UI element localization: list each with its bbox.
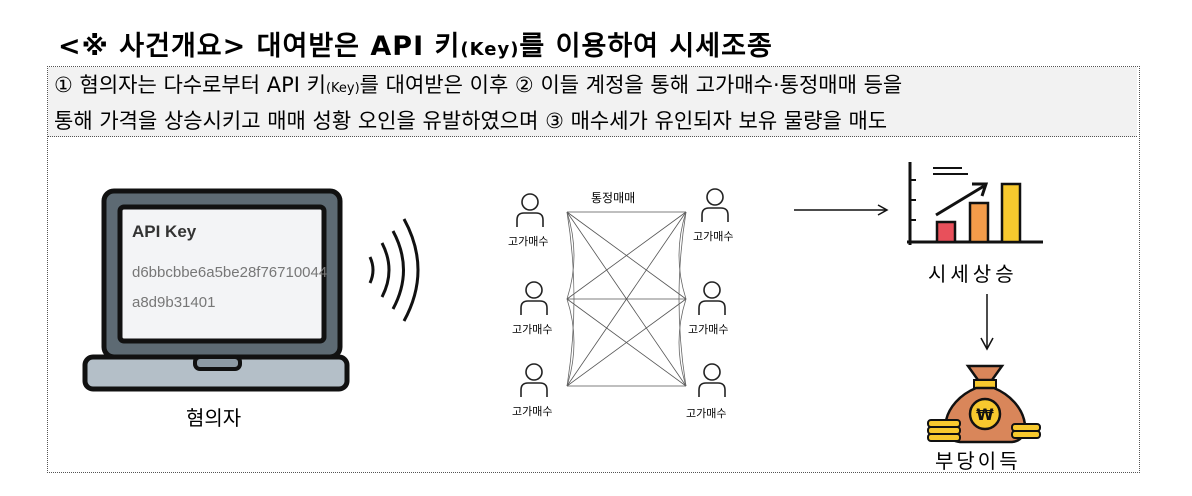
account-label: 고가매수 bbox=[693, 230, 734, 243]
account-label: 고가매수 bbox=[686, 407, 727, 420]
trade-curve bbox=[678, 211, 687, 300]
person-icon bbox=[701, 207, 729, 222]
wash-trade-label: 통정매매 bbox=[591, 191, 636, 205]
api-key-line-2: a8d9b31401 bbox=[132, 294, 216, 311]
wireless-signal-icon bbox=[368, 218, 420, 322]
person-icon bbox=[516, 212, 544, 227]
person-icon bbox=[520, 382, 548, 397]
person-icon bbox=[698, 300, 726, 315]
trade-curve bbox=[678, 211, 687, 387]
person-icon bbox=[703, 281, 721, 299]
summary-line-1: ① 혐의자는 다수로부터 API 키(Key)를 대여받은 이후 ② 이들 계정… bbox=[54, 69, 1137, 105]
person-icon bbox=[525, 281, 543, 299]
person-icon bbox=[521, 193, 539, 211]
api-key-heading: API Key bbox=[132, 222, 197, 241]
arrow-right-icon bbox=[794, 204, 889, 216]
account-label: 고가매수 bbox=[512, 323, 553, 336]
trade-curve bbox=[566, 211, 575, 387]
bar-3 bbox=[1000, 182, 1022, 244]
rising-chart-icon bbox=[907, 162, 1043, 245]
account-label: 고가매수 bbox=[512, 405, 553, 418]
trade-curve bbox=[566, 211, 575, 300]
person-icon bbox=[698, 382, 726, 397]
suspect-label: 혐의자 bbox=[186, 406, 242, 430]
diagram-frame bbox=[47, 66, 1140, 473]
person-icon bbox=[706, 188, 724, 206]
price-rise-label: 시세상승 bbox=[928, 262, 1018, 286]
illegal-profit-label: 부당이득 bbox=[935, 449, 1021, 473]
api-key-line-1: d6bbcbbe6a5be28f76710044 bbox=[132, 264, 328, 281]
trade-curve bbox=[678, 298, 687, 387]
page-title: <※ 사건개요> 대여받은 API 키(Key)를 이용하여 시세조종 bbox=[58, 24, 773, 63]
svg-text:₩: ₩ bbox=[976, 405, 994, 424]
arrow-down-icon bbox=[980, 294, 994, 351]
trade-line bbox=[566, 211, 687, 300]
trade-curve bbox=[566, 298, 575, 387]
person-icon bbox=[703, 363, 721, 381]
account-label: 고가매수 bbox=[508, 235, 549, 248]
title-text-end: 를 이용하여 시세조종 bbox=[519, 31, 773, 62]
summary-text: 를 대여받은 이후 ② 이들 계정을 통해 고가매수·통정매매 등을 bbox=[359, 73, 903, 97]
trade-line bbox=[566, 298, 687, 387]
wash-trade-network bbox=[516, 188, 729, 397]
person-icon bbox=[520, 300, 548, 315]
title-key: (Key) bbox=[460, 39, 520, 60]
money-bag-icon: ₩ bbox=[927, 364, 1041, 444]
case-summary: ① 혐의자는 다수로부터 API 키(Key)를 대여받은 이후 ② 이들 계정… bbox=[48, 67, 1137, 137]
bar-1 bbox=[935, 220, 957, 244]
trade-line bbox=[566, 211, 687, 387]
account-label: 고가매수 bbox=[688, 323, 729, 336]
title-text: <※ 사건개요> 대여받은 API 키 bbox=[58, 31, 461, 62]
summary-line-2: 통해 가격을 상승시키고 매매 성황 오인을 유발하였으며 ③ 매수세가 유인되… bbox=[54, 109, 888, 133]
summary-text: ① 혐의자는 다수로부터 API 키 bbox=[54, 73, 326, 97]
bar-2 bbox=[968, 201, 990, 244]
laptop-icon bbox=[82, 188, 420, 392]
summary-key: (Key) bbox=[325, 81, 360, 96]
person-icon bbox=[525, 363, 543, 381]
